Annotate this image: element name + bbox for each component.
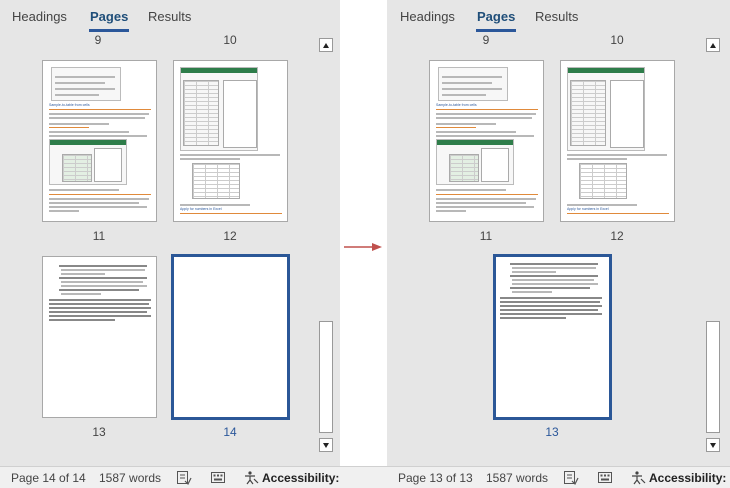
page-count[interactable]: Page 14 of 14 (11, 471, 86, 485)
navigation-pane-before: Headings Pages Results 9 10 Sample-to-ta… (0, 0, 340, 488)
accessibility-status[interactable]: Accessibility: In (262, 471, 340, 485)
page-label-10: 10 (610, 33, 624, 47)
page-thumbnail-13[interactable] (42, 256, 157, 418)
page-label-9: 9 (94, 33, 102, 47)
page-label-9: 9 (482, 33, 490, 47)
tab-results[interactable]: Results (535, 9, 579, 24)
page11-heading: Sample-to-table from cells (49, 103, 90, 107)
scrollbar-thumb[interactable] (706, 321, 720, 433)
word-count[interactable]: 1587 words (99, 471, 162, 485)
page-count[interactable]: Page 13 of 13 (398, 471, 473, 485)
word-count[interactable]: 1587 words (486, 471, 549, 485)
page11-heading: Sample-to-table from cells (436, 103, 477, 107)
page-label-11: 11 (479, 229, 493, 243)
page-thumbnail-14-selected[interactable] (171, 254, 290, 420)
predictions-icon[interactable] (597, 470, 613, 485)
vertical-scrollbar[interactable] (706, 38, 720, 452)
page-label-13: 13 (545, 425, 559, 439)
predictions-icon[interactable] (210, 470, 226, 485)
tab-headings[interactable]: Headings (12, 9, 67, 24)
scroll-down-icon[interactable] (319, 438, 333, 452)
page-label-12: 12 (610, 229, 624, 243)
page-label-13: 13 (92, 425, 106, 439)
accessibility-icon[interactable] (630, 470, 646, 485)
page12-note: Apply for numbers in Excel (567, 207, 609, 211)
nav-tabs: Headings Pages Results (387, 0, 730, 34)
page-label-11: 11 (92, 229, 106, 243)
page-label-10: 10 (223, 33, 237, 47)
nav-tabs: Headings Pages Results (0, 0, 340, 34)
accessibility-status[interactable]: Accessibility: Inv (649, 471, 730, 485)
page12-note: Apply for numbers in Excel (180, 207, 222, 211)
scroll-up-icon[interactable] (706, 38, 720, 52)
tab-results[interactable]: Results (148, 9, 192, 24)
scroll-up-icon[interactable] (319, 38, 333, 52)
tab-pages[interactable]: Pages (475, 9, 517, 32)
page-thumbnail-11[interactable]: Sample-to-table from cells (42, 60, 157, 222)
page-label-12: 12 (223, 229, 237, 243)
scrollbar-thumb[interactable] (319, 321, 333, 433)
proofing-icon[interactable] (563, 470, 579, 485)
page-thumbnail-11[interactable]: Sample-to-table from cells (429, 60, 544, 222)
excel-screenshot (51, 67, 121, 101)
page-thumbnail-12[interactable]: Apply for numbers in Excel (173, 60, 288, 222)
vertical-scrollbar[interactable] (319, 38, 333, 452)
accessibility-icon[interactable] (243, 470, 259, 485)
status-bar: Page 14 of 14 1587 words Accessibility: … (0, 466, 730, 488)
page-label-14: 14 (223, 425, 237, 439)
proofing-icon[interactable] (176, 470, 192, 485)
scroll-down-icon[interactable] (706, 438, 720, 452)
page-thumbnail-13-selected[interactable] (493, 254, 612, 420)
arrow-right-icon (344, 243, 382, 251)
tab-headings[interactable]: Headings (400, 9, 455, 24)
navigation-pane-after: Headings Pages Results 9 10 Sample-to-ta… (387, 0, 730, 488)
tab-pages[interactable]: Pages (88, 9, 130, 32)
page-thumbnail-12[interactable]: Apply for numbers in Excel (560, 60, 675, 222)
